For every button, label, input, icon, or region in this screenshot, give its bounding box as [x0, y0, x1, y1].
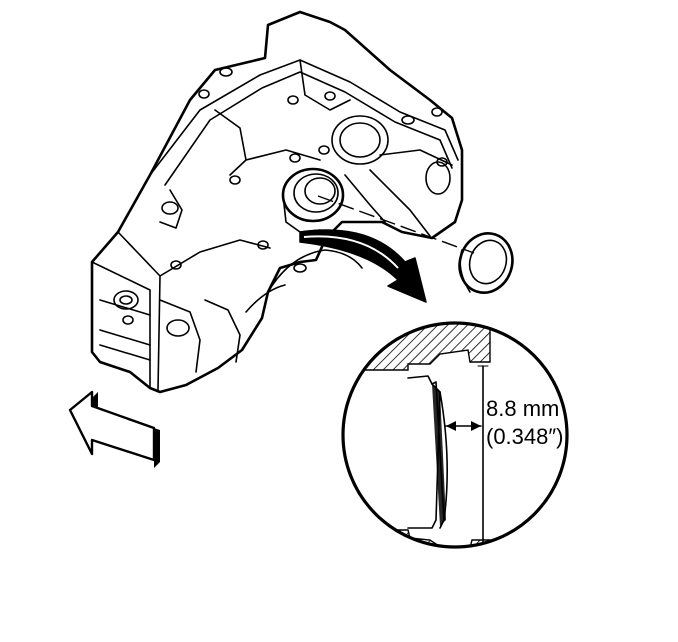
measurement-metric-label: 8.8 mm	[486, 396, 560, 421]
engine-front-cover	[90, 10, 464, 394]
crankshaft-front-seal	[458, 232, 514, 294]
seal-alignment-line	[317, 195, 475, 254]
seal-bore	[281, 167, 345, 233]
bolt-holes	[170, 67, 448, 273]
detail-pointer-arrow-icon	[299, 229, 427, 303]
front-direction-arrow-icon	[68, 390, 160, 468]
measurement-imperial-label: (0.348″)	[486, 424, 564, 449]
